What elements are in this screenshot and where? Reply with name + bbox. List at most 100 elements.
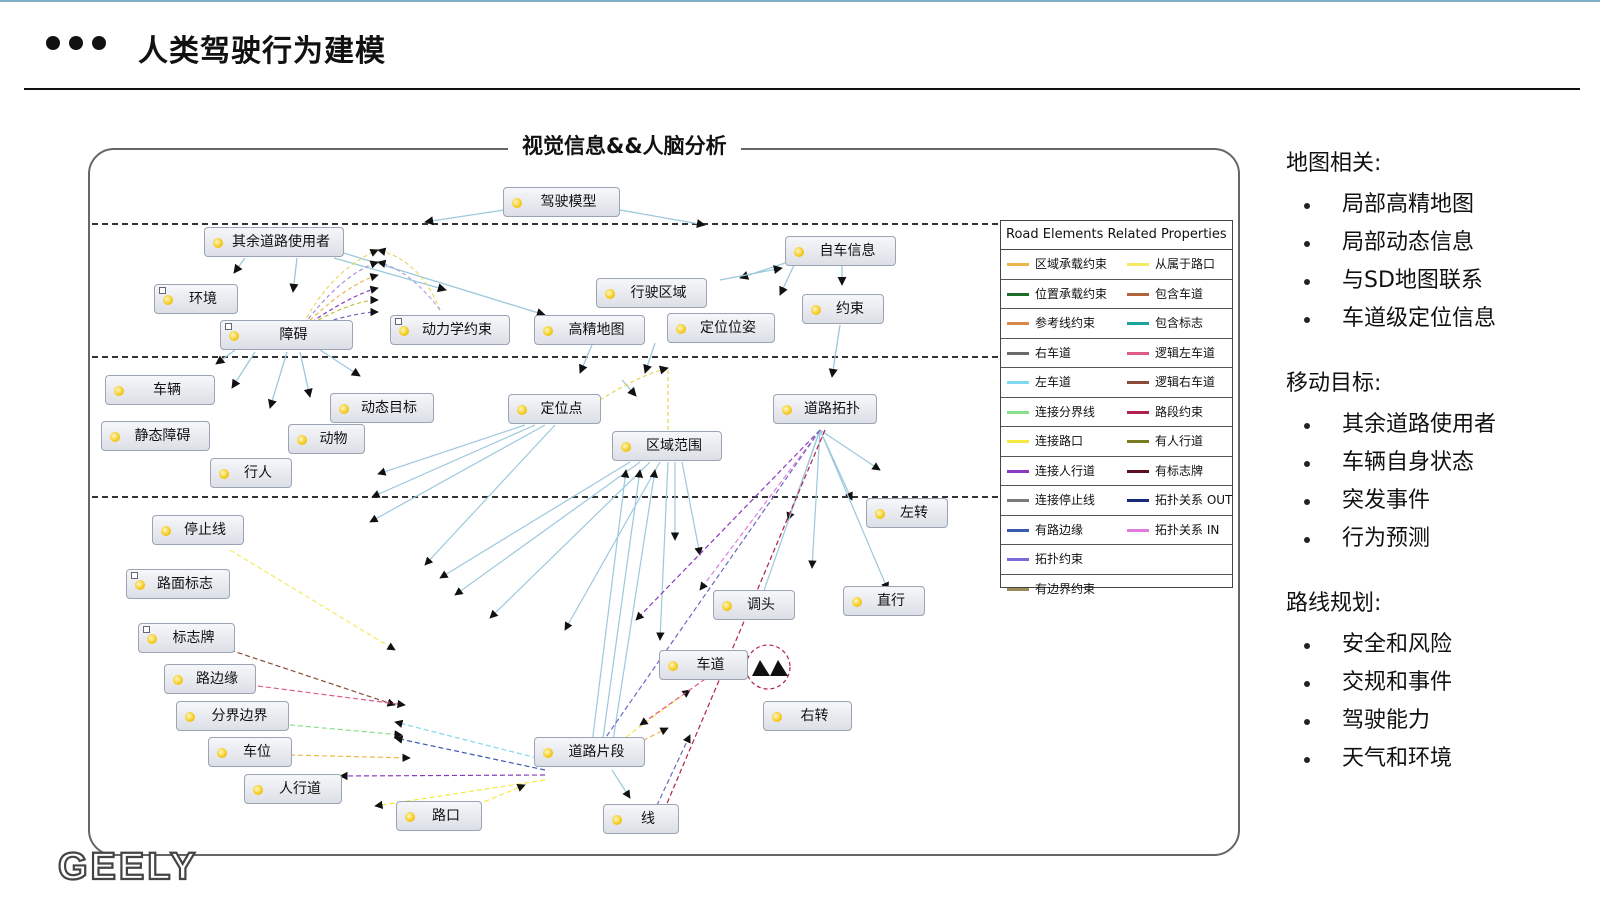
edge bbox=[424, 424, 556, 566]
node-curb[interactable]: 路边缘 bbox=[164, 664, 256, 694]
edge bbox=[758, 429, 821, 603]
bullet-item: 车道级定位信息 bbox=[1286, 300, 1586, 338]
legend-label: 路段约束 bbox=[1155, 404, 1204, 419]
edge bbox=[377, 424, 526, 476]
node-other-road-users[interactable]: 其余道路使用者 bbox=[204, 227, 344, 257]
node-right-turn[interactable]: 右转 bbox=[763, 701, 852, 731]
top-accent-line bbox=[0, 0, 1600, 2]
legend-swatch bbox=[1007, 381, 1029, 384]
legend-label: 左车道 bbox=[1035, 375, 1072, 389]
edge bbox=[681, 461, 703, 556]
edge bbox=[619, 209, 706, 229]
edge bbox=[319, 349, 361, 377]
legend-row: 拓扑约束 bbox=[1001, 545, 1232, 575]
node-ego-info[interactable]: 自车信息 bbox=[785, 236, 896, 266]
node-static-obstacle[interactable]: 静态障碍 bbox=[101, 421, 210, 451]
legend-swatch bbox=[1127, 440, 1149, 443]
legend-label: 拓扑关系 OUT bbox=[1155, 493, 1233, 507]
legend-label: 区域承载约束 bbox=[1035, 257, 1108, 271]
node-lane[interactable]: 车道 bbox=[659, 650, 748, 680]
edge bbox=[394, 719, 546, 761]
legend-swatch bbox=[1007, 292, 1029, 296]
legend-label: 包含车道 bbox=[1155, 286, 1204, 301]
legend-swatch bbox=[1127, 263, 1149, 266]
node-dynamics-constraint[interactable]: 动力学约束 bbox=[390, 315, 510, 345]
bullet-item: 与SD地图联系 bbox=[1286, 262, 1586, 300]
node-stop-line[interactable]: 停止线 bbox=[152, 515, 244, 545]
node-intersection[interactable]: 路口 bbox=[396, 801, 482, 831]
node-vehicle[interactable]: 车辆 bbox=[105, 375, 215, 405]
edge bbox=[489, 461, 651, 619]
node-driving-model[interactable]: 驾驶模型 bbox=[503, 187, 620, 217]
edge bbox=[454, 461, 641, 596]
edge bbox=[699, 429, 821, 591]
node-road-marking[interactable]: 路面标志 bbox=[126, 569, 230, 599]
bullet-icon bbox=[1304, 423, 1310, 429]
node-hd-map[interactable]: 高精地图 bbox=[534, 315, 645, 345]
legend-swatch bbox=[1127, 469, 1149, 473]
legend-label: 连接停止线 bbox=[1035, 493, 1096, 507]
node-obstacle[interactable]: 障碍 bbox=[220, 320, 353, 350]
edge bbox=[564, 461, 661, 631]
node-environment[interactable]: 环境 bbox=[154, 284, 238, 314]
node-drivable-area[interactable]: 行驶区域 bbox=[596, 278, 707, 308]
node-u-turn[interactable]: 调头 bbox=[713, 590, 795, 620]
node-road-topology[interactable]: 道路拓扑 bbox=[773, 394, 877, 424]
bullet-item: 行为预测 bbox=[1286, 520, 1586, 558]
node-constraint[interactable]: 约束 bbox=[802, 294, 884, 324]
node-line[interactable]: 线 bbox=[603, 804, 679, 834]
node-crosswalk[interactable]: 人行道 bbox=[244, 774, 342, 804]
legend-row: 有路边缘拓扑关系 IN bbox=[1001, 516, 1232, 545]
node-animal[interactable]: 动物 bbox=[288, 424, 365, 454]
bullet-icon bbox=[1304, 203, 1310, 209]
edge-group-mid bbox=[215, 342, 673, 441]
node-left-turn[interactable]: 左转 bbox=[866, 498, 948, 528]
node-pedestrian[interactable]: 行人 bbox=[210, 458, 292, 488]
edge bbox=[439, 461, 631, 579]
divider-1 bbox=[92, 223, 998, 225]
edge bbox=[659, 429, 826, 821]
diagram-title: 视觉信息&&人脑分析 bbox=[508, 130, 741, 160]
node-localization-pose[interactable]: 定位位姿 bbox=[667, 313, 775, 343]
legend-row: 连接分界线路段约束 bbox=[1001, 398, 1232, 427]
bullet-icon bbox=[1304, 241, 1310, 247]
bullet-text: 其余道路使用者 bbox=[1342, 412, 1497, 437]
legend-swatch bbox=[1007, 558, 1029, 561]
edge bbox=[369, 424, 546, 523]
legend-swatch bbox=[1007, 469, 1029, 473]
node-dynamic-target[interactable]: 动态目标 bbox=[330, 393, 434, 423]
node-straight[interactable]: 直行 bbox=[843, 586, 925, 616]
node-parking-spot[interactable]: 车位 bbox=[208, 737, 292, 767]
edge bbox=[819, 429, 881, 471]
node-road-segment[interactable]: 道路片段 bbox=[534, 737, 645, 767]
legend-swatch bbox=[1127, 322, 1149, 325]
legend-item: 路段约束 bbox=[1127, 398, 1203, 426]
bullet-item: 天气和环境 bbox=[1286, 740, 1586, 778]
legend-item: 连接人行道 bbox=[1007, 457, 1095, 485]
node-sign-board[interactable]: 标志牌 bbox=[138, 623, 235, 653]
node-positioning-point[interactable]: 定位点 bbox=[508, 394, 601, 424]
edge bbox=[299, 285, 379, 331]
edge bbox=[229, 649, 396, 707]
edge bbox=[599, 365, 669, 401]
bullet-item: 局部动态信息 bbox=[1286, 224, 1586, 262]
legend-label: 逻辑右车道 bbox=[1155, 375, 1216, 389]
edge bbox=[779, 262, 796, 296]
legend-row: 左车道 逻辑右车道 bbox=[1001, 368, 1232, 398]
legend-item: 连接路口 bbox=[1007, 427, 1083, 455]
legend-row: 右车道逻辑左车道 bbox=[1001, 339, 1232, 368]
edge bbox=[589, 429, 821, 761]
legend-swatch bbox=[1007, 528, 1029, 532]
bullet-item: 车辆自身状态 bbox=[1286, 444, 1586, 482]
edge bbox=[333, 257, 447, 293]
legend-item: 有标志牌 bbox=[1127, 457, 1203, 485]
node-region-range[interactable]: 区域范围 bbox=[612, 431, 722, 461]
edge bbox=[828, 324, 841, 378]
legend-item: 拓扑关系 IN bbox=[1127, 516, 1219, 544]
legend-item: 有人行道 bbox=[1127, 427, 1203, 455]
bullet-text: 局部动态信息 bbox=[1342, 230, 1475, 255]
legend-label: 参考线约束 bbox=[1035, 316, 1096, 330]
edge bbox=[229, 549, 396, 651]
node-boundary[interactable]: 分界边界 bbox=[176, 701, 289, 731]
